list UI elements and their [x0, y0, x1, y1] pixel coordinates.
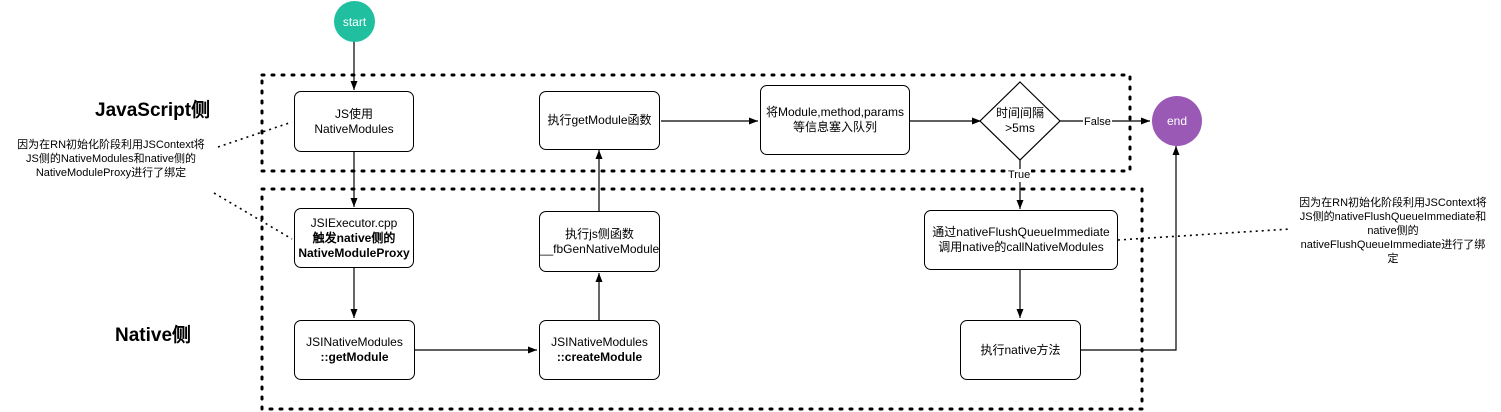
- flush-queue-line-1: 通过nativeFlushQueueImmediate: [932, 225, 1110, 239]
- fb-gen-line-1: 执行js侧函数: [565, 226, 634, 241]
- right-annotation-line-1: 因为在RN初始化阶段利用JSContext将: [1299, 197, 1487, 209]
- right-annotation-line-5: 定: [1387, 253, 1399, 265]
- js-use-line-1: JS使用: [334, 106, 373, 121]
- exec-get-module-node: 执行getModule函数: [539, 91, 660, 150]
- end-label: end: [1166, 114, 1188, 128]
- start-label: start: [342, 14, 367, 29]
- flush-queue-line-2: 调用native的callNativeModules: [938, 240, 1104, 254]
- get-module-line-1: JSINativeModules: [306, 335, 403, 349]
- jsi-executor-line-1: JSIExecutor.cpp: [310, 215, 398, 230]
- exec-native-label: 执行native方法: [980, 342, 1061, 357]
- exec-get-module-label: 执行getModule函数: [547, 113, 652, 127]
- right-annotation-line-2: JS侧的nativeFlushQueueImmediate和: [1299, 211, 1487, 223]
- left-note-connector-lower: [213, 192, 293, 240]
- javascript-lane-boundary: [260, 73, 1132, 173]
- true-edge-label: True: [1007, 169, 1032, 182]
- create-module-line-1: JSINativeModules: [551, 335, 648, 349]
- fb-gen-node: 执行js侧函数 __fbGenNativeModule: [539, 211, 660, 272]
- exec-native-node: 执行native方法: [960, 320, 1081, 380]
- edge-exec-native-to-end: [1081, 146, 1180, 351]
- end-terminal: end: [1152, 96, 1202, 146]
- decision-line-2: >5ms: [1005, 121, 1035, 135]
- enqueue-line-2: 等信息塞入队列: [792, 120, 877, 134]
- right-annotation: 因为在RN初始化阶段利用JSContext将 JS侧的nativeFlushQu…: [1286, 196, 1500, 266]
- right-note-connector: [1117, 228, 1291, 241]
- create-module-line-2: ::createModule: [556, 350, 643, 364]
- native-lane-title: Native侧: [115, 325, 192, 346]
- left-annotation: 因为在RN初始化阶段利用JSContext将 JS侧的NativeModules…: [0, 138, 222, 180]
- get-module-node: JSINativeModules ::getModule: [294, 320, 415, 380]
- false-edge-label: False: [1083, 116, 1112, 129]
- left-annotation-line-2: JS侧的NativeModules和native侧的: [26, 153, 196, 165]
- left-annotation-line-1: 因为在RN初始化阶段利用JSContext将: [17, 139, 205, 151]
- left-note-connector-upper: [217, 121, 293, 148]
- create-module-node: JSINativeModules ::createModule: [539, 320, 660, 380]
- js-use-line-2: NativeModules: [314, 121, 394, 136]
- jsi-executor-node: JSIExecutor.cpp 触发native侧的 NativeModuleP…: [294, 208, 414, 268]
- get-module-line-2: ::getModule: [320, 350, 389, 364]
- javascript-lane-title: JavaScript侧: [95, 100, 211, 121]
- jsi-executor-line-2: 触发native侧的: [312, 230, 396, 245]
- fb-gen-line-2: __fbGenNativeModule: [539, 241, 660, 256]
- decision-label: 时间间隔 >5ms: [985, 106, 1055, 136]
- enqueue-node: 将Module,method,params 等信息塞入队列: [760, 85, 910, 155]
- decision-diamond: [979, 81, 1061, 161]
- native-lane-boundary: [260, 187, 1144, 411]
- flush-queue-node: 通过nativeFlushQueueImmediate 调用native的cal…: [924, 210, 1118, 270]
- decision-line-1: 时间间隔: [995, 106, 1044, 120]
- right-annotation-line-4: nativeFlushQueueImmediate进行了绑: [1300, 239, 1486, 251]
- js-use-node: JS使用 NativeModules: [294, 91, 414, 152]
- left-annotation-line-3: NativeModuleProxy进行了绑定: [35, 167, 187, 179]
- enqueue-line-1: 将Module,method,params: [765, 105, 905, 119]
- right-annotation-line-3: native侧的: [1367, 225, 1419, 237]
- start-terminal: start: [334, 1, 375, 42]
- jsi-executor-line-3: NativeModuleProxy: [298, 245, 410, 260]
